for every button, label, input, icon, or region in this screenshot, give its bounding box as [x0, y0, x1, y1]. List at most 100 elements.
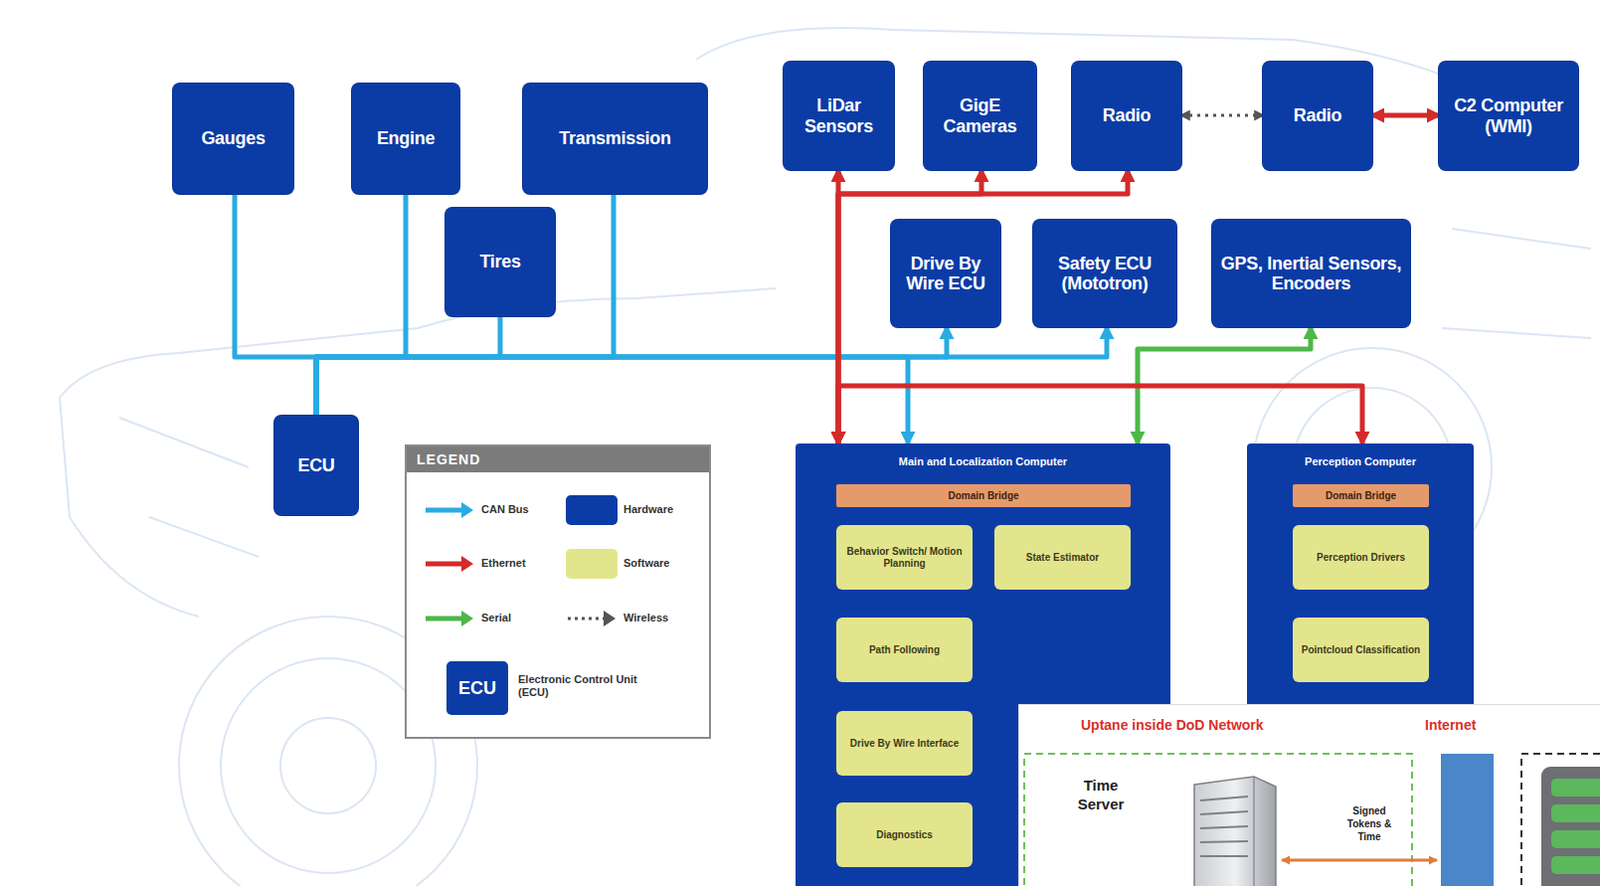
legend-text: Electronic Control Unit (ECU) — [518, 673, 648, 700]
box-label: Diagnostics — [876, 829, 933, 842]
computer-title: Main and Localization Computer — [795, 443, 1171, 468]
box-label: C2 Computer (WMI) — [1443, 95, 1574, 136]
legend-line — [567, 617, 606, 621]
hardware-box: C2 Computer (WMI) — [1438, 61, 1579, 171]
box-label: Transmission — [558, 128, 671, 149]
device-slot — [1551, 804, 1600, 823]
hardware-box: LiDar Sensors — [783, 61, 894, 171]
domain-bridge-band: Domain Bridge — [1292, 484, 1429, 508]
legend-wireless-sample — [565, 602, 618, 635]
box-label: Domain Bridge — [1325, 490, 1397, 502]
legend-entry: Wireless — [565, 602, 706, 635]
hardware-box: ECU — [274, 415, 358, 516]
box-label: State Estimator — [1026, 551, 1099, 564]
box-label: Tires — [479, 251, 521, 272]
device-slot — [1551, 856, 1600, 875]
legend-arrowhead — [461, 555, 474, 572]
legend-line — [425, 561, 464, 567]
box-label: Behavior Switch/ Motion Planning — [842, 545, 967, 570]
box-label: LiDar Sensors — [788, 95, 889, 136]
device-slot — [1551, 830, 1600, 849]
legend-entry: CAN Bus — [423, 494, 563, 527]
box-label: Domain Bridge — [947, 490, 1019, 502]
server-slots — [1200, 796, 1248, 857]
token-arrow — [1281, 859, 1437, 863]
legend-text: Serial — [481, 611, 561, 625]
domain-bridge-band: Domain Bridge — [836, 484, 1131, 508]
hardware-box: Transmission — [523, 83, 708, 194]
box-label: Engine — [376, 128, 435, 149]
legend-title: LEGEND — [416, 451, 481, 468]
legend-text: CAN Bus — [481, 503, 561, 517]
can-bus-line — [316, 316, 501, 416]
legend-text: Ethernet — [481, 556, 561, 570]
hardware-box: GigE Cameras — [923, 61, 1037, 171]
hardware-box: Drive By Wire ECU — [890, 219, 1001, 328]
can-bus-line — [316, 327, 947, 416]
software-box: Perception Drivers — [1292, 525, 1429, 590]
server-icon — [1194, 776, 1276, 886]
box-label: GPS, Inertial Sensors, Encoders — [1217, 253, 1406, 294]
software-box: Drive By Wire Interface — [836, 711, 973, 776]
network-boundary — [1024, 753, 1413, 886]
legend-entry: Serial — [423, 602, 563, 635]
internet-bar — [1440, 753, 1494, 886]
box-label: Radio — [1293, 105, 1343, 126]
hardware-box: GPS, Inertial Sensors, Encoders — [1212, 219, 1411, 328]
box-label: Gauges — [200, 128, 265, 149]
hardware-box: Tires — [445, 207, 555, 317]
legend-entry: ECU Electronic Control Unit (ECU) — [446, 661, 696, 717]
legend-arrowhead — [603, 610, 616, 627]
can-bus-line — [316, 193, 406, 416]
wireless-link — [1181, 114, 1263, 118]
software-box: State Estimator — [994, 525, 1131, 590]
grille-line — [119, 417, 259, 557]
legend-ecu-sample: ECU — [446, 661, 509, 715]
can-bus-line — [316, 327, 1107, 416]
legend-swatch — [565, 495, 618, 526]
computer-title: Perception Computer — [1246, 443, 1474, 468]
device-slot — [1551, 778, 1600, 797]
legend-text: Wireless — [623, 611, 704, 625]
server-label: Time Server — [1059, 776, 1143, 815]
software-box: Path Following — [836, 617, 973, 683]
legend-entry: Hardware — [565, 494, 706, 527]
inset-panel: Uptane inside DoD NetworkInternetTime Se… — [1018, 704, 1600, 886]
inset-heading: Internet — [1424, 716, 1476, 733]
box-label: Radio — [1102, 105, 1152, 126]
can-bus-line — [316, 193, 614, 416]
body-line — [59, 397, 199, 617]
can-bus-line — [316, 356, 908, 444]
legend-line — [425, 508, 464, 514]
hardware-box: Engine — [352, 83, 460, 194]
box-label: Perception Drivers — [1316, 551, 1406, 564]
legend-entry: Software — [565, 547, 706, 580]
ethernet-line — [838, 385, 1363, 444]
device-panel — [1541, 766, 1600, 886]
computer-box: Perception ComputerDomain BridgePercepti… — [1246, 443, 1474, 714]
legend-text: Hardware — [623, 503, 704, 517]
legend-swatch — [565, 548, 618, 579]
box-label: Pointcloud Classification — [1301, 644, 1421, 657]
software-box: Behavior Switch/ Motion Planning — [836, 525, 973, 590]
hardware-box: Radio — [1071, 61, 1182, 171]
hardware-box: Gauges — [173, 83, 294, 194]
software-box: Diagnostics — [836, 802, 973, 868]
ethernet-line — [1372, 113, 1439, 119]
software-box: Pointcloud Classification — [1292, 617, 1429, 683]
legend-ecu-text: ECU — [458, 678, 497, 700]
remote-boundary — [1521, 753, 1600, 886]
box-label: GigE Cameras — [928, 95, 1032, 136]
hardware-box: Radio — [1262, 61, 1373, 171]
wheel-hub — [280, 717, 376, 814]
legend-arrowhead — [461, 610, 474, 627]
arrow-label: Signed Tokens & Time — [1339, 804, 1400, 844]
legend-entry: Ethernet — [423, 547, 563, 580]
body-line — [59, 288, 776, 398]
box-label: Drive By Wire ECU — [895, 253, 996, 294]
box-label: Path Following — [869, 644, 940, 657]
body-line — [1441, 228, 1592, 339]
legend-arrowhead — [461, 502, 474, 519]
legend-line — [425, 616, 464, 622]
hardware-box: Safety ECU (Mototron) — [1033, 219, 1177, 328]
